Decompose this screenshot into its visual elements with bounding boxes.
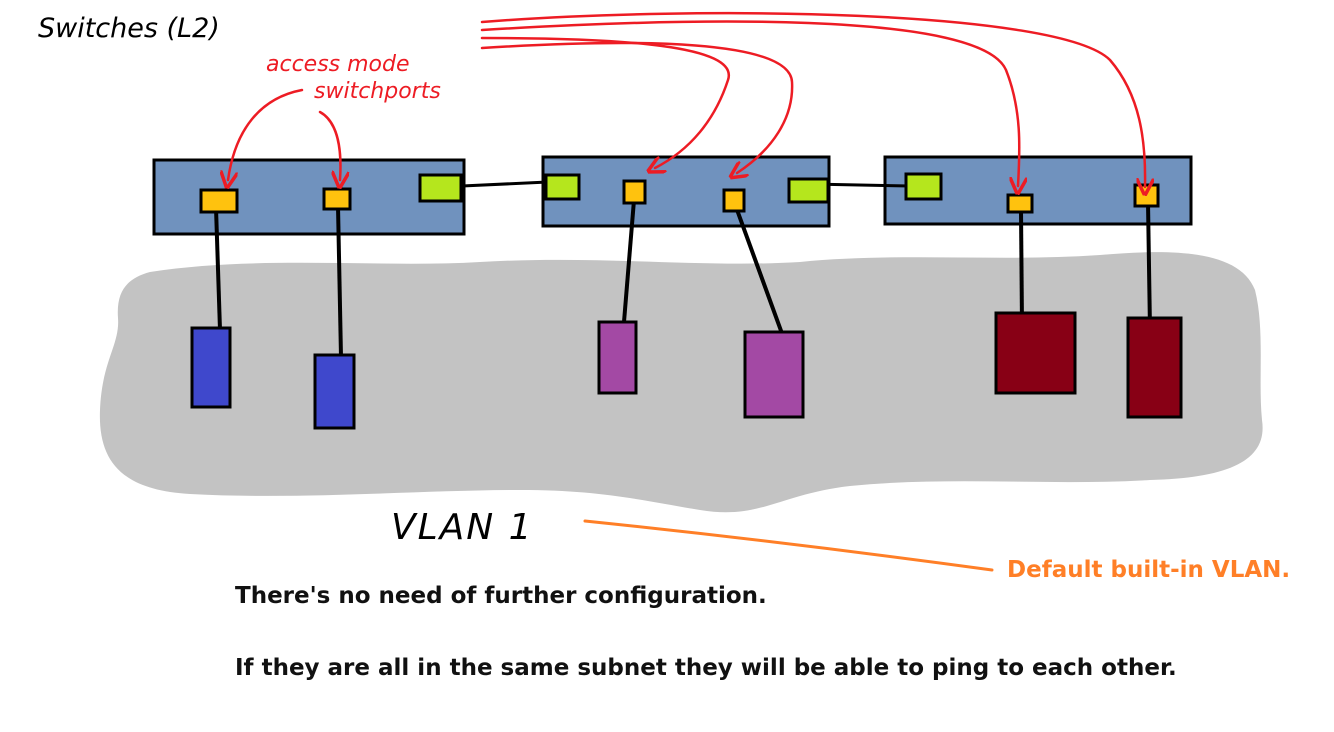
- switchports-label: switchports: [314, 79, 441, 104]
- host-link: [734, 206, 790, 351]
- host-purple: [597, 320, 638, 395]
- note-same-subnet: If they are all in the same subnet they …: [235, 655, 1177, 681]
- trunk-port: [418, 173, 463, 203]
- access-port: [1133, 183, 1160, 208]
- host-blue: [313, 353, 356, 430]
- host-link: [214, 207, 222, 331]
- access-port: [1006, 193, 1034, 214]
- access-port: [622, 179, 647, 205]
- host-link: [1019, 209, 1024, 327]
- host-blue: [190, 326, 232, 409]
- host-darkred: [994, 311, 1077, 395]
- annotation-arrow: [228, 88, 304, 180]
- access-mode-label: access mode: [266, 52, 410, 77]
- note-no-config: There's no need of further configuration…: [235, 583, 767, 609]
- default-vlan-label: Default built-in VLAN.: [1007, 557, 1290, 583]
- default-vlan-pointer: [583, 519, 994, 572]
- annotation-arrow: [480, 11, 1145, 187]
- trunk-port: [787, 177, 830, 204]
- annotation-arrow: [480, 20, 1019, 186]
- host-darkred: [1126, 316, 1183, 419]
- host-purple: [743, 330, 805, 419]
- trunk-port: [544, 173, 581, 201]
- trunk-port: [904, 172, 943, 201]
- access-port: [722, 188, 746, 213]
- host-link: [1146, 201, 1152, 331]
- annotation-arrow: [318, 110, 340, 180]
- switch-2: [541, 155, 831, 228]
- trunk-link-1-2: [461, 180, 549, 188]
- annotation-arrow: [480, 36, 731, 168]
- host-link: [336, 205, 343, 358]
- access-port: [322, 187, 352, 211]
- host-link: [622, 199, 636, 323]
- switches-label: Switches (L2): [38, 13, 220, 44]
- access-port: [199, 188, 239, 214]
- vlan-area: [99, 252, 1263, 513]
- annotation-arrow: [480, 41, 794, 173]
- vlan-label: VLAN 1: [391, 507, 534, 548]
